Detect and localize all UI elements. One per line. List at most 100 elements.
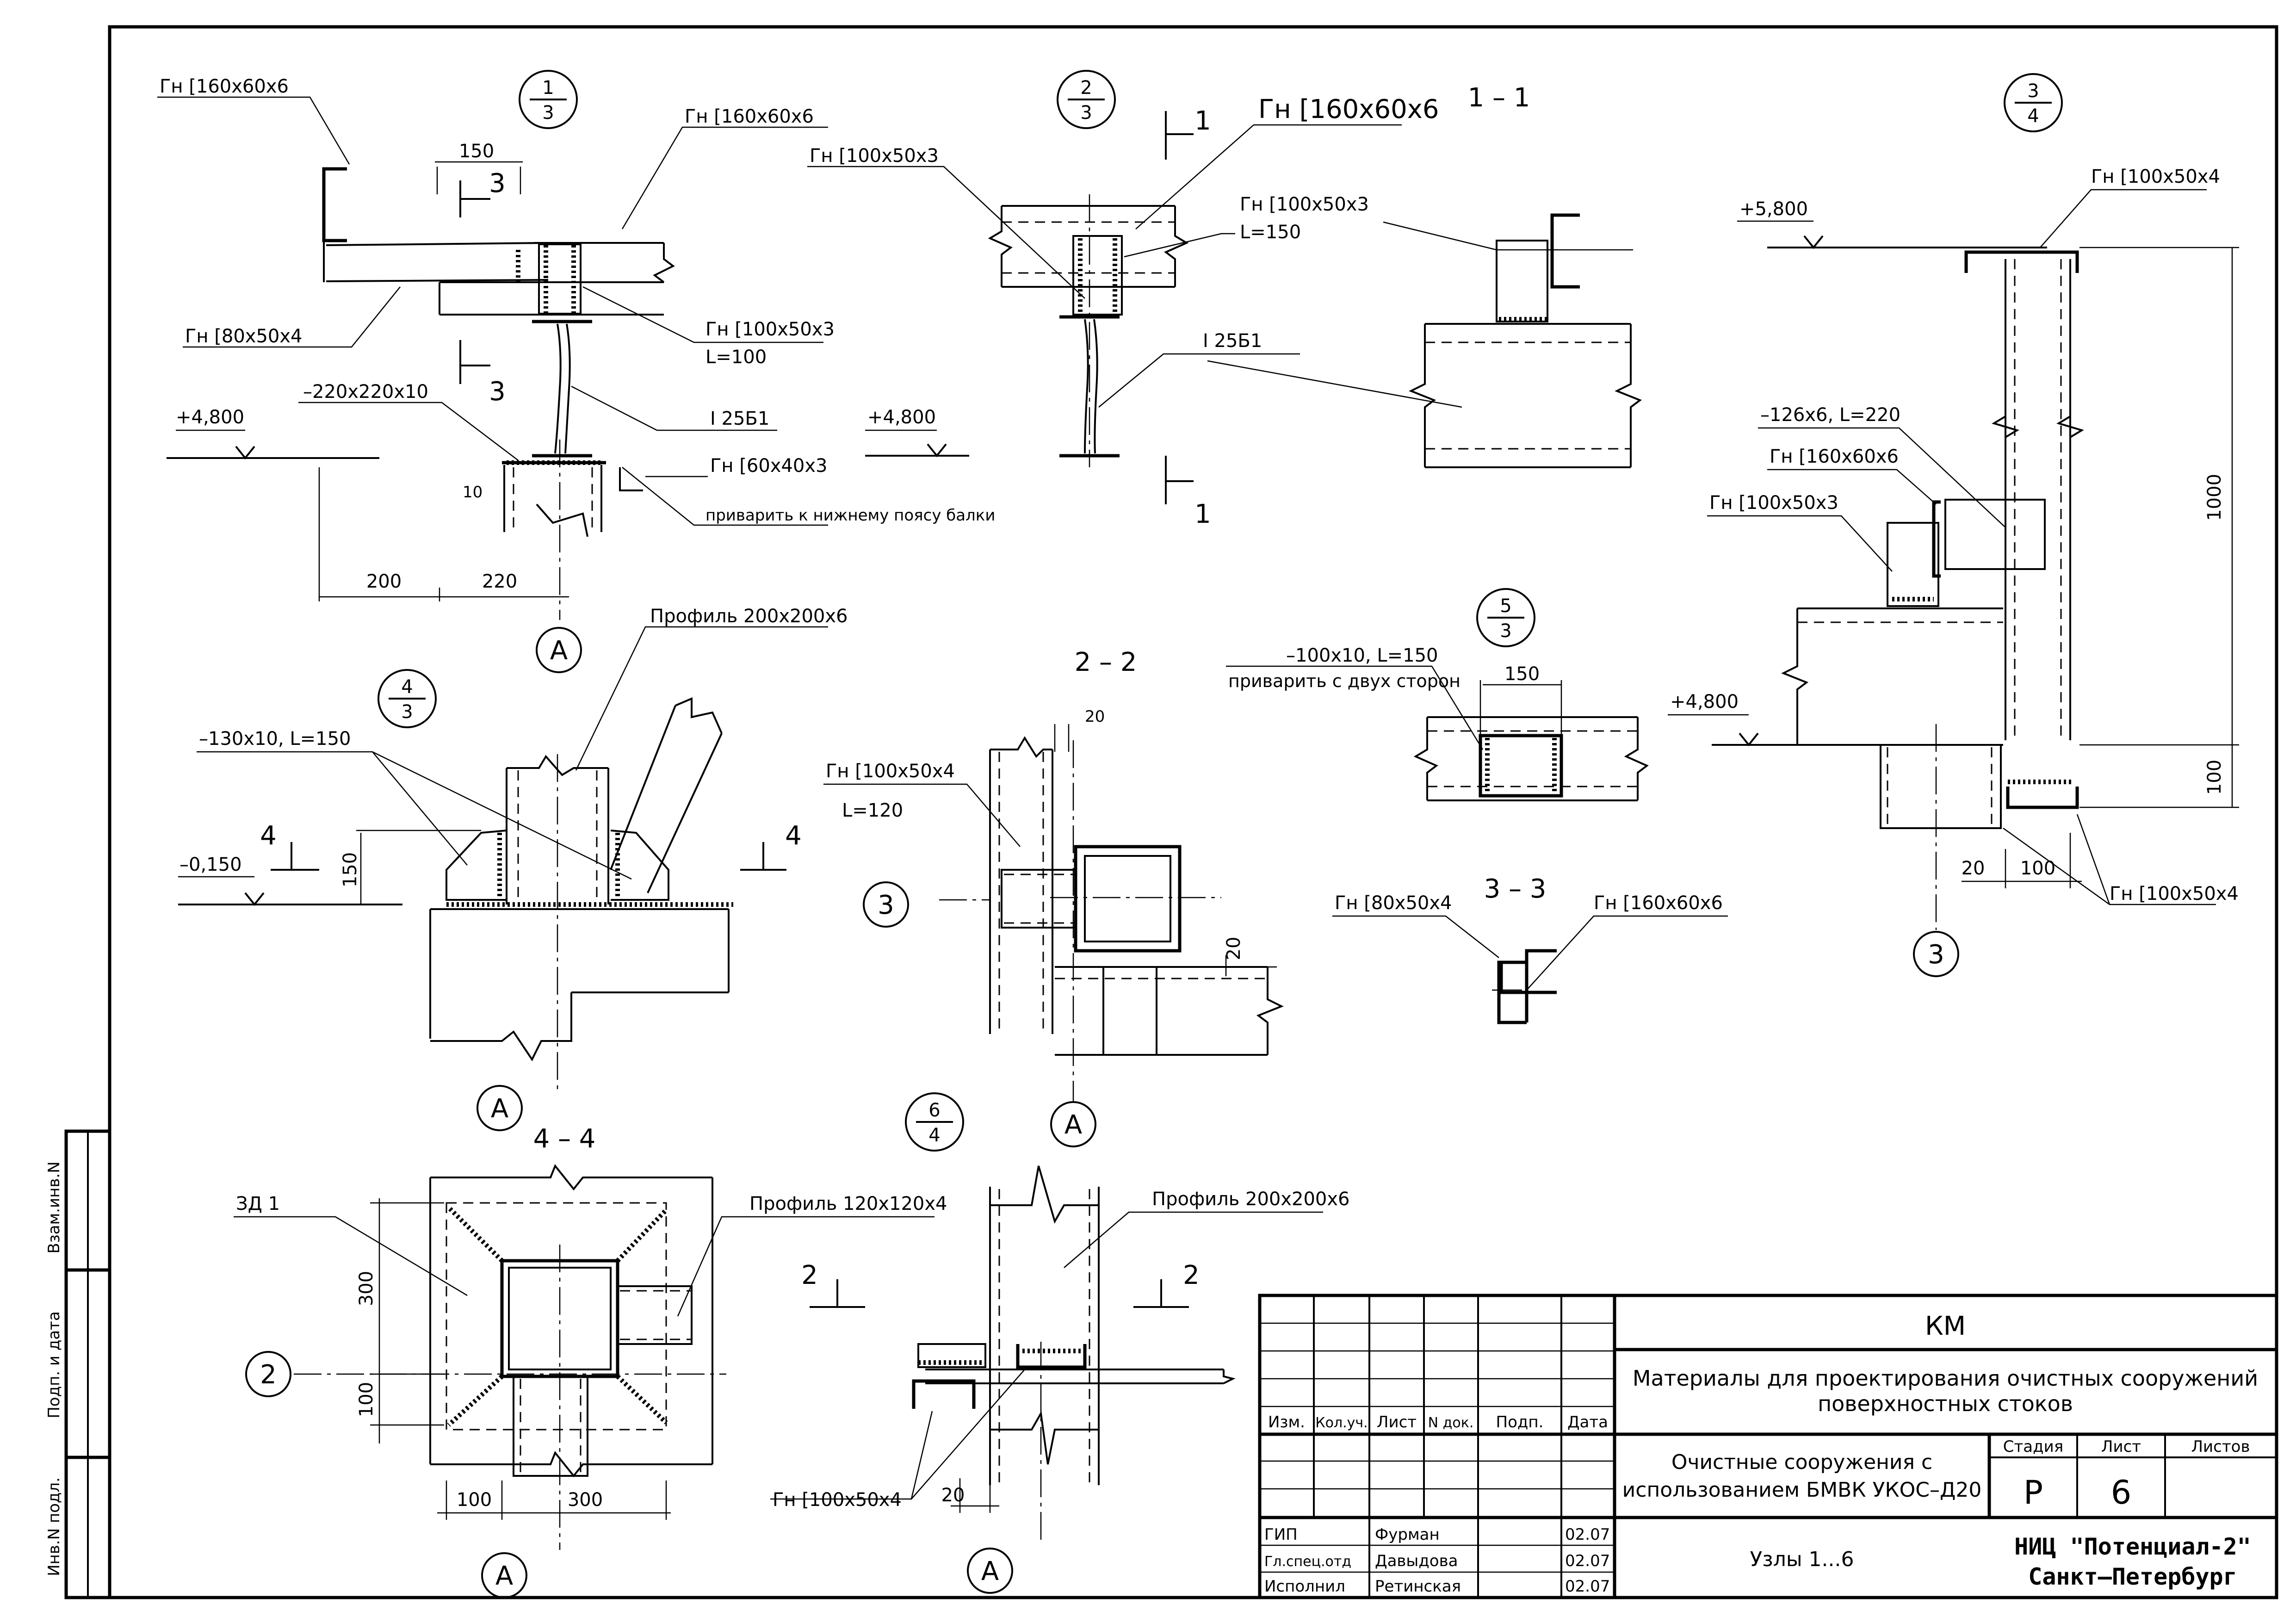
leader-label: Гн [100x50x3 <box>1240 194 1369 215</box>
node-6-detail: 20 2 2 Профиль 200x200x6 Гн [100x50x4 <box>770 1165 1349 1545</box>
dimension-label: 1000 <box>2204 474 2225 521</box>
leader-label: Гн [100x50x4 <box>826 761 955 782</box>
dimension-label: 100 <box>356 1382 377 1417</box>
section-mark: 4 <box>785 821 802 851</box>
leader-label: Профиль 200x200x6 <box>650 606 848 627</box>
signature-role: Гл.спец.отд <box>1264 1554 1351 1570</box>
elevation-label: +4,800 <box>867 407 936 428</box>
node-5-detail: 150 –100x10, L=150 приварить с двух стор… <box>1226 645 1649 801</box>
section-mark: 2 <box>801 1260 818 1290</box>
stage-header: Стадия <box>2003 1437 2063 1456</box>
leader-label: L=120 <box>842 800 903 821</box>
dimension-label: 10 <box>463 483 483 502</box>
section-mark: 1 <box>1194 499 1211 529</box>
svg-text:2: 2 <box>1080 77 1092 99</box>
signature-name: Давыдова <box>1375 1552 1458 1570</box>
leader-label: Гн [100x50x3 <box>1709 492 1838 514</box>
leader-label: –220x220x10 <box>303 381 428 403</box>
svg-text:A: A <box>495 1561 513 1591</box>
dimension-label: 220 <box>482 571 517 592</box>
signature-role: Исполнил <box>1264 1577 1345 1596</box>
dimension-label: 100 <box>2020 858 2055 879</box>
leader-label: ЗД 1 <box>236 1193 280 1214</box>
section-mark: 3 <box>489 168 506 198</box>
dimension-label: 20 <box>1223 937 1244 960</box>
project-title-1: Материалы для проектирования очистных со… <box>1633 1366 2258 1391</box>
col-header-sign: Подп. <box>1496 1413 1544 1431</box>
section-4-4-detail: 300 100 100 300 ЗД 1 Профиль 120x120x4 <box>234 1164 947 1550</box>
leader-label: Гн [100x50x4 <box>773 1489 902 1511</box>
axis-bubble-a: A <box>536 627 582 673</box>
svg-text:4: 4 <box>401 676 413 698</box>
svg-text:4: 4 <box>928 1125 940 1146</box>
svg-text:4: 4 <box>2027 105 2039 127</box>
leader-label: Гн [160x60x6 <box>160 76 289 97</box>
leader-label: Гн [160x60x6 <box>1594 892 1723 914</box>
leader-label: L=150 <box>1240 222 1301 243</box>
leader-label: Гн [60x40x3 <box>710 455 827 477</box>
col-header-kol: Кол.уч. <box>1315 1415 1368 1431</box>
dimension-label: 100 <box>457 1489 492 1511</box>
leader-label: I 25Б1 <box>1203 330 1262 352</box>
sheet-title: Узлы 1...6 <box>1750 1548 1854 1571</box>
node-mark-2: 2 3 <box>1057 70 1116 129</box>
sheet-value: 6 <box>2111 1474 2132 1511</box>
svg-text:1: 1 <box>542 77 554 99</box>
org-line-1: НИЦ "Потенциал-2" <box>2014 1533 2251 1560</box>
dimension-label: 150 <box>1504 663 1540 685</box>
drawing-frame: Взам.инв.N Подп. и дата Инв.N подл. <box>45 25 2278 1599</box>
svg-text:3: 3 <box>1928 940 1944 970</box>
leader-label: –100x10, L=150 <box>1286 645 1438 666</box>
section-mark: 2 <box>1183 1260 1200 1290</box>
svg-text:5: 5 <box>1500 595 1511 617</box>
stamp-replaced-inv: Взам.инв.N <box>45 1161 63 1253</box>
svg-text:A: A <box>491 1094 508 1124</box>
title-block: КМ Материалы для проектирования очистных… <box>1258 1294 2278 1599</box>
dimension-label: 200 <box>366 571 402 592</box>
leader-label: Профиль 120x120x4 <box>749 1193 947 1214</box>
axis-bubble-a: A <box>481 1552 527 1598</box>
dimension-label: 300 <box>356 1271 377 1306</box>
elevation-label: –0,150 <box>179 854 242 875</box>
node-3-detail: +5,800 +4,800 1000 100 20 100 Гн [100x50… <box>1668 166 2239 930</box>
node-mark-5: 5 3 <box>1476 588 1535 647</box>
dimension-label: 150 <box>340 852 361 887</box>
leader-label: –126x6, L=220 <box>1760 404 1900 426</box>
stamp-original-inv: Инв.N подл. <box>45 1477 63 1576</box>
signature-name: Ретинская <box>1375 1577 1461 1596</box>
org-line-2: Санкт–Петербург <box>2028 1563 2237 1590</box>
svg-text:A: A <box>981 1556 999 1586</box>
section-mark: 3 <box>489 377 506 407</box>
leader-label: Гн [100x50x4 <box>2110 883 2239 904</box>
dimension-label: 100 <box>2204 760 2225 795</box>
section-2-2-detail: 20 20 Гн [100x50x4 L=120 <box>823 707 1284 1101</box>
section-mark: 1 <box>1194 106 1211 136</box>
side-stamp: Взам.инв.N Подп. и дата Инв.N подл. <box>45 1129 111 1599</box>
signature-date: 02.07 <box>1565 1577 1610 1596</box>
node-4-detail: –0,150 150 4 4 –130x10, L=150 <box>178 697 802 1092</box>
elevation-label: +5,800 <box>1739 198 1808 220</box>
axis-bubble-3: 3 <box>863 881 909 928</box>
leader-label: Профиль 200x200x6 <box>1152 1189 1349 1210</box>
col-header-date: Дата <box>1567 1413 1608 1431</box>
node-mark-1: 1 3 <box>519 70 578 129</box>
svg-text:6: 6 <box>928 1100 940 1121</box>
leader-label: приварить с двух сторон <box>1228 671 1461 691</box>
node-2-detail: +4,800 1 1 Гн [100x50x3 Гн [160x60x6 Гн … <box>807 94 1439 529</box>
node-1-detail: +4,800 150 200 220 10 3 3 Гн [160x60x6 Г… <box>157 76 995 771</box>
node-mark-3: 3 4 <box>2004 73 2063 132</box>
leader-label: Гн [160x60x6 <box>1258 94 1439 124</box>
stage-value: Р <box>2024 1474 2043 1511</box>
signature-date: 02.07 <box>1565 1552 1610 1570</box>
object-title-1: Очистные сооружения с <box>1671 1450 1932 1474</box>
leader-label: Гн [100x50x3 <box>706 319 835 340</box>
section-title-1-1: 1 – 1 <box>1468 83 1530 113</box>
sheets-header: Листов <box>2191 1437 2250 1456</box>
leader-label: Гн [100x50x4 <box>2091 166 2220 187</box>
dimension-label: 20 <box>1085 707 1105 726</box>
section-mark: 4 <box>260 821 277 851</box>
leader-label: Гн [160x60x6 <box>1770 446 1899 467</box>
leader-label: –130x10, L=150 <box>199 728 351 750</box>
signature-date: 02.07 <box>1565 1525 1610 1544</box>
col-header-doc: N док. <box>1428 1415 1474 1431</box>
